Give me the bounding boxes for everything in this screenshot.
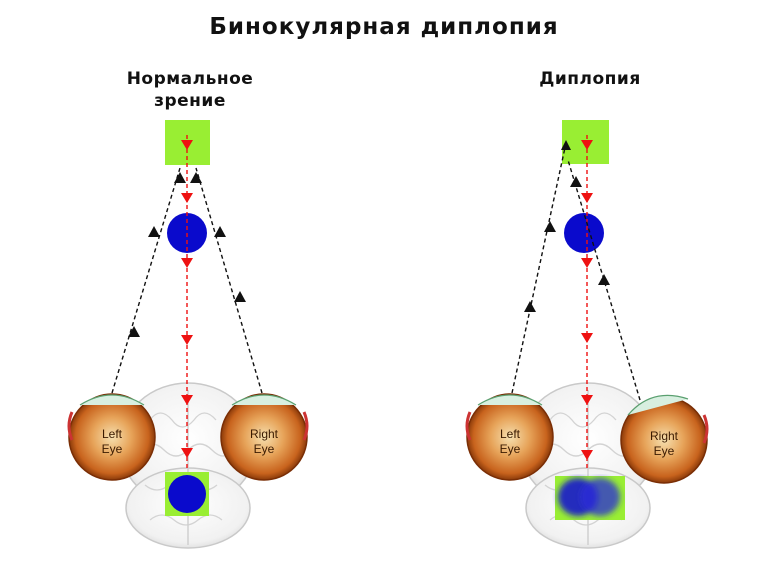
panel-normal: Left Eye Right Eye [67,120,309,549]
right-eye-line-normal [195,167,263,394]
right-eye-label-diplopia-1: Right [650,429,679,443]
perceived-ball-normal [168,475,206,513]
main-title: Бинокулярная диплопия [209,14,559,40]
right-eye-normal: Right Eye [220,393,309,481]
panel-title-normal-line1: Нормальное [126,69,254,89]
right-eye-label-diplopia-2: Eye [654,444,675,458]
right-eye-label-normal-1: Right [250,427,279,441]
left-eye-line-diplopia [511,142,567,394]
red-arrowheads-diplopia [581,140,593,460]
left-eye-line-normal [111,167,181,394]
perceived-blurred-balls [558,478,620,516]
left-eye-label-normal-2: Eye [102,442,123,456]
red-arrowheads-normal [181,140,193,458]
black-arrowheads-normal [128,172,246,337]
object-ball-diplopia [564,213,604,253]
left-eye-label-normal-1: Left [102,427,123,441]
left-eye-label-diplopia-2: Eye [500,442,521,456]
right-eye-label-normal-2: Eye [254,442,275,456]
panel-title-normal-line2: зрение [154,91,226,111]
left-eye-normal: Left Eye [67,393,156,481]
left-eye-label-diplopia-1: Left [500,427,521,441]
panel-diplopia: Left Eye Right Eye [465,120,709,549]
black-arrowheads-diplopia [524,140,610,312]
panel-title-diplopia: Диплопия [539,69,641,89]
panel-title-normal: Нормальное зрение [100,68,280,112]
right-eye-diplopia: Right Eye [620,394,709,484]
left-eye-diplopia: Left Eye [465,393,554,481]
